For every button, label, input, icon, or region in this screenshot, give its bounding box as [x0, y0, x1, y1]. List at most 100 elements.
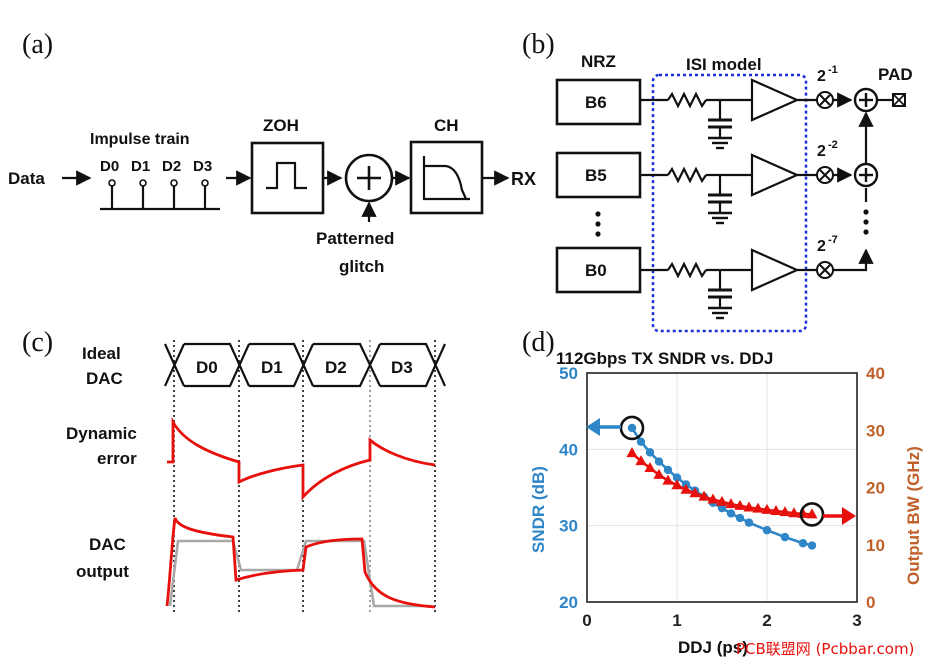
series-1-point-12 — [734, 499, 746, 510]
x-axis-label: DDJ (ps) — [678, 638, 748, 657]
right-tick-label-3: 30 — [866, 421, 885, 440]
x-tick-label-1: 1 — [672, 611, 681, 630]
dac-output-label-line1: DAC — [89, 535, 126, 554]
left-axis-label: SNDR (dB) — [529, 466, 548, 553]
series-1-point-18 — [788, 507, 800, 518]
x-tick-label-2: 2 — [762, 611, 771, 630]
series-1-point-17 — [779, 506, 791, 517]
right-tick-label-1: 10 — [866, 536, 885, 555]
plot-frame — [586, 372, 858, 603]
adder-mid — [853, 162, 879, 188]
watermark-text: PCB联盟网 (Pcbbar.com) — [736, 640, 914, 658]
x-tick-label-3: 3 — [852, 611, 861, 630]
buffer-b5 — [750, 153, 800, 197]
series-0-point-13 — [744, 518, 754, 527]
isi-resistor-b6 — [667, 91, 707, 109]
impulse-train — [100, 179, 220, 211]
panel-d-tag: (d) — [522, 327, 555, 358]
series-0-point-15 — [780, 532, 790, 542]
series-1-point-11 — [725, 498, 737, 509]
bit-ellipsis — [595, 211, 601, 237]
x-tick-label-0: 0 — [582, 611, 591, 630]
left-tick-label-3: 50 — [559, 364, 578, 383]
series-0-point-11 — [726, 509, 736, 518]
series-1-point-16 — [770, 504, 782, 515]
symbol-boundaries — [173, 340, 436, 612]
series-1-point-6 — [680, 483, 692, 494]
series-1-point-10 — [716, 495, 728, 506]
series-line-0 — [630, 427, 813, 547]
series-1-point-20 — [806, 508, 818, 519]
zoh-pulse-icon — [266, 161, 307, 190]
multiplier-b0 — [816, 261, 834, 279]
panel-b-tag: (b) — [522, 29, 555, 60]
series-0-point-17 — [807, 541, 817, 550]
symbol-d2: D2 — [325, 358, 347, 377]
isi-model-label: ISI model — [686, 55, 762, 74]
dynamic-error-trace — [167, 416, 436, 501]
channel-label: CH — [434, 116, 459, 135]
summer-ellipsis — [863, 209, 869, 235]
buffer-b0 — [750, 248, 800, 292]
isi-resistor-b0 — [667, 261, 707, 279]
series-1-point-8 — [698, 490, 710, 501]
dac-output-trace — [165, 517, 436, 609]
x-axis-ticks: 0 1 2 3 — [582, 611, 861, 630]
impulse-train-title: Impulse train — [90, 131, 190, 148]
multiplier-b5 — [816, 166, 834, 184]
rx-label: RX — [511, 169, 536, 189]
symbol-d1: D1 — [261, 358, 283, 377]
series-1-point-3 — [653, 468, 665, 479]
impulse-label-d0: D0 — [100, 158, 119, 175]
series-1-point-4 — [662, 474, 674, 485]
panel-c: (c) Ideal DAC Dynamic error DAC output D… — [22, 327, 447, 612]
zoh-block — [250, 141, 325, 215]
bit-block-b0 — [555, 246, 642, 294]
panel-b: (b) NRZ ISI model PAD B6 2 — [522, 29, 913, 333]
right-tick-label-4: 40 — [866, 364, 885, 383]
series-0-point-4 — [663, 465, 673, 475]
weight-b6-exp: -1 — [828, 64, 838, 76]
series-0-point-0 — [627, 423, 637, 433]
zoh-label: ZOH — [263, 116, 299, 135]
dac-output-label-line2: output — [76, 562, 129, 581]
chart-title: 112Gbps TX SNDR vs. DDJ — [556, 349, 773, 368]
right-axis-arrow — [823, 507, 856, 525]
right-axis-label: Output BW (GHz) — [904, 446, 923, 585]
bit-slice-b5: B5 2 -2 — [555, 139, 853, 225]
isi-resistor-b5 — [667, 166, 707, 184]
series-1-point-2 — [644, 462, 656, 473]
series-0-point-12 — [735, 513, 745, 523]
weight-b6-base: 2 — [817, 68, 826, 85]
symbol-d0: D0 — [196, 358, 218, 377]
dynamic-error-label-line2: error — [97, 449, 137, 468]
panel-a-tag: (a) — [22, 29, 53, 60]
series-1-point-5 — [671, 479, 683, 490]
series-0-point-5 — [672, 473, 682, 482]
ideal-dac-output — [168, 539, 432, 608]
impulse-label-d2: D2 — [162, 158, 181, 175]
pad-icon — [892, 93, 906, 107]
bit-block-b6 — [555, 78, 642, 126]
bit-slice-b6: B6 2 -1 — [555, 64, 853, 150]
left-tick-label-0: 20 — [559, 593, 578, 612]
series-1-point-15 — [761, 503, 773, 514]
impulse-label-d3: D3 — [193, 158, 212, 175]
pad-label: PAD — [878, 65, 913, 84]
series-0-point-10 — [717, 503, 727, 513]
bit-label-b0: B0 — [585, 261, 607, 280]
nrz-label: NRZ — [581, 52, 616, 71]
weight-b5-base: 2 — [817, 143, 826, 160]
series-1-point-0 — [626, 447, 638, 458]
channel-block — [409, 140, 484, 215]
data-input-label: Data — [8, 169, 45, 188]
buffer-b6 — [750, 78, 800, 122]
chart-grid — [586, 372, 858, 603]
right-tick-label-0: 0 — [866, 593, 875, 612]
series-layer — [619, 415, 825, 550]
multiplier-b6 — [816, 91, 834, 109]
